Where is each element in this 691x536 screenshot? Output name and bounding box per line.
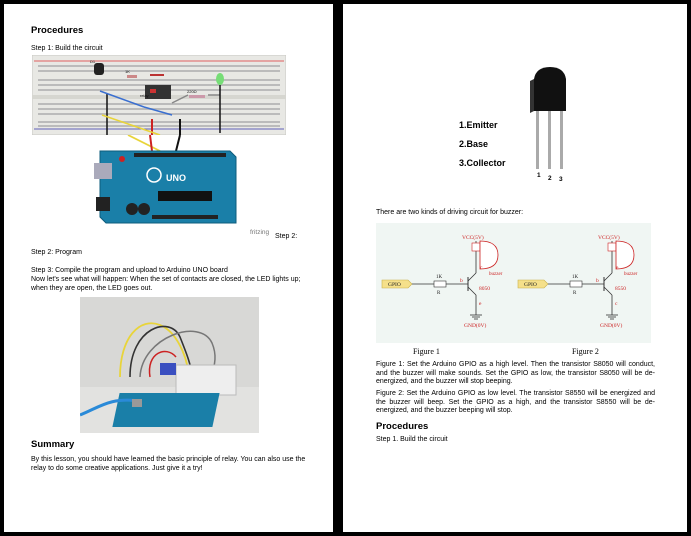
pin-number-1: 1 xyxy=(537,172,541,179)
svg-text:GPIO: GPIO xyxy=(388,282,401,288)
svg-text:1K: 1K xyxy=(125,69,130,74)
figure2-description: Figure 2: Set the Arduino GPIO as low le… xyxy=(376,390,655,415)
step3-line2: Now let's see what will happen: When the… xyxy=(31,276,301,292)
svg-text:buzzer: buzzer xyxy=(624,272,638,277)
breadboard-image: D1 relay 220Ω 1K xyxy=(32,55,286,135)
svg-text:VCC(5V): VCC(5V) xyxy=(598,234,620,241)
arduino-board-image: UNO xyxy=(94,135,237,224)
fritzing-logo: fritzing xyxy=(250,229,270,236)
step3-line1: Step 3: Compile the program and upload t… xyxy=(31,267,228,274)
procedures-heading-right: Procedures xyxy=(376,421,429,432)
svg-text:1K: 1K xyxy=(572,275,579,280)
figure2-caption: Figure 2 xyxy=(572,347,599,356)
figure1-description: Figure 1: Set the Arduino GPIO as a high… xyxy=(376,361,655,386)
svg-text:R: R xyxy=(573,291,577,296)
svg-text:GND(0V): GND(0V) xyxy=(464,322,486,329)
circuit-photo xyxy=(80,297,259,433)
buzzer-intro: There are two kinds of driving circuit f… xyxy=(376,209,524,216)
svg-text:D1: D1 xyxy=(90,59,96,64)
svg-text:GPIO: GPIO xyxy=(524,282,537,288)
led-part xyxy=(216,73,224,85)
step2-trailing-text: Step 2: xyxy=(275,233,298,240)
step1-text-right: Step 1. Build the circuit xyxy=(376,436,448,443)
procedures-heading: Procedures xyxy=(31,25,84,36)
svg-text:b: b xyxy=(460,278,463,284)
svg-text:GND(0V): GND(0V) xyxy=(600,322,622,329)
svg-text:c: c xyxy=(480,265,483,271)
pin-number-2: 2 xyxy=(548,175,552,182)
summary-heading: Summary xyxy=(31,439,75,450)
step2-text: Step 2: Program xyxy=(31,249,82,256)
right-page: 1 2 3 1.Emitter 2.Base 3.Collector There… xyxy=(343,4,687,532)
pin-number-3: 3 xyxy=(559,176,563,183)
svg-text:buzzer: buzzer xyxy=(489,272,503,277)
summary-text: By this lesson, you should have learned … xyxy=(31,456,306,472)
svg-text:relay: relay xyxy=(140,93,149,98)
figure1-caption: Figure 1 xyxy=(413,347,440,356)
step1-text: Step 1: Build the circuit xyxy=(31,45,103,52)
relay-part xyxy=(145,85,171,99)
pin-label-collector: 3.Collector xyxy=(459,158,506,168)
svg-text:8550: 8550 xyxy=(615,286,626,292)
svg-text:8050: 8050 xyxy=(479,286,490,292)
svg-text:e: e xyxy=(479,301,482,307)
svg-text:220Ω: 220Ω xyxy=(187,89,197,94)
svg-text:R: R xyxy=(437,291,441,296)
svg-text:e: e xyxy=(616,265,619,271)
transistor-image xyxy=(530,67,566,169)
figure2-circuit: VCC(5V) buzzer e GPIO 1K R b 8550 c GND(… xyxy=(517,234,638,329)
left-page: Procedures Step 1: Build the circuit D1 xyxy=(4,4,333,532)
svg-text:VCC(5V): VCC(5V) xyxy=(462,234,484,241)
arduino-logo: UNO xyxy=(166,173,186,183)
figure1-circuit: VCC(5V) buzzer c GPIO 1K R b 8050 e GND(… xyxy=(381,234,503,329)
svg-text:1K: 1K xyxy=(436,275,443,280)
pin-label-emitter: 1.Emitter xyxy=(459,120,498,130)
transistor-part xyxy=(94,63,104,75)
buzzer-circuit-diagrams: VCC(5V) buzzer c GPIO 1K R b 8050 e GND(… xyxy=(376,223,651,343)
svg-text:b: b xyxy=(596,278,599,284)
pin-label-base: 2.Base xyxy=(459,139,489,149)
svg-text:c: c xyxy=(615,301,618,307)
